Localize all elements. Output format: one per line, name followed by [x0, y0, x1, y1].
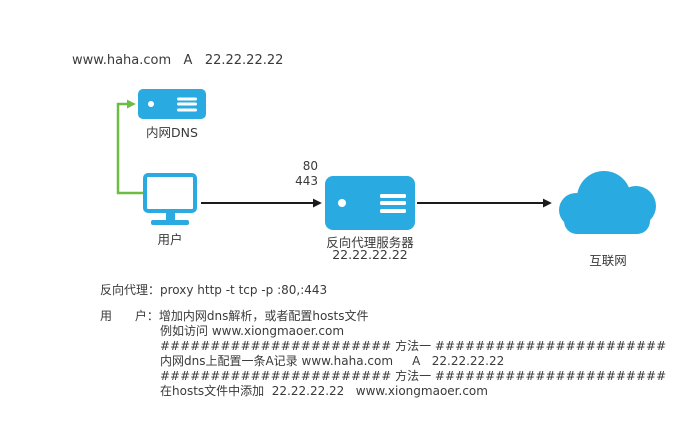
monitor-neck	[165, 213, 175, 220]
note-example: 例如访问 www.xiongmaoer.com	[160, 324, 345, 338]
proxy-ports: 80 443	[282, 159, 318, 189]
server-vents-icon	[380, 190, 406, 216]
server-vents-icon	[177, 95, 197, 114]
notes-block: 反向代理：proxy http -t tcp -p :80,:443 用 户：增…	[100, 283, 666, 399]
server-led-dot	[148, 101, 154, 107]
proxy-server-icon	[325, 176, 415, 230]
server-led-dot	[338, 199, 346, 207]
user-monitor-icon	[143, 173, 197, 225]
monitor-base	[151, 220, 189, 225]
note-method1: 内网dns上配置一条A记录 www.haha.com A 22.22.22.22	[160, 354, 505, 368]
port-443-label: 443	[295, 174, 318, 188]
monitor-screen	[143, 173, 197, 213]
note-proxy-command: 反向代理：proxy http -t tcp -p :80,:443	[100, 283, 328, 297]
note-divider-method1: ####################### 方法一 ############…	[160, 339, 667, 353]
note-user-instruction: 用 户：增加内网dns解析，或者配置hosts文件	[100, 309, 369, 323]
dns-label: 内网DNS	[146, 125, 198, 140]
internet-cloud-icon	[552, 158, 664, 242]
dns-server-icon	[138, 89, 206, 119]
proxy-ip-label: 22.22.22.22	[332, 247, 408, 262]
note-method2: 在hosts文件中添加 22.22.22.22 www.xiongmaoer.c…	[160, 384, 488, 398]
dns-record-note: www.haha.com A 22.22.22.22	[72, 53, 284, 68]
note-divider-method2: ####################### 方法一 ############…	[160, 369, 667, 383]
internet-label: 互联网	[589, 253, 627, 268]
user-label: 用户	[157, 232, 183, 247]
port-80-label: 80	[302, 159, 318, 173]
proxy-label: 反向代理服务器	[326, 235, 414, 250]
